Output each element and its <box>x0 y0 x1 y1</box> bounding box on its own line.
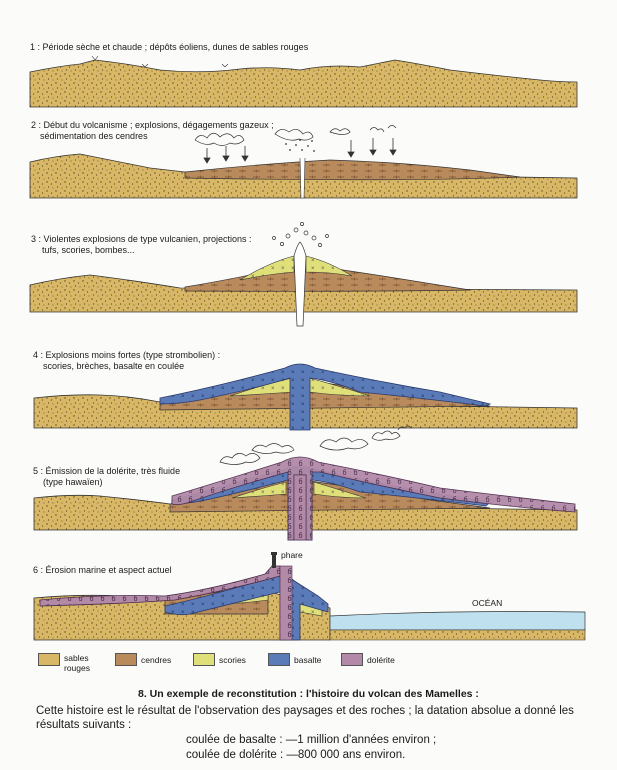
step-3-label-line1: 3 : Violentes explosions de type vulcani… <box>31 234 252 244</box>
legend-label-basalt: basalte <box>294 655 322 665</box>
legend-label-dolerite: dolérite <box>367 655 395 665</box>
step-3-label-line2: tufs, scories, bombes... <box>42 245 135 255</box>
legend-label-sand-line2: rouges <box>64 663 90 673</box>
step-2-label-line1: 2 : Début du volcanisme ; explosions, dé… <box>31 120 274 130</box>
body-text: Cette histoire est le résultat de l'obse… <box>36 705 574 731</box>
gas-cloud <box>194 125 397 146</box>
legend-item-scoria: scories <box>193 653 263 677</box>
legend-item-ash: cendres <box>115 653 190 677</box>
legend-item-basalt: basalte <box>268 653 338 677</box>
step-5-label-line1: 5 : Émission de la dolérite, très fluide <box>33 466 181 476</box>
panel-4 <box>33 363 578 431</box>
legend-item-dolerite: dolérite <box>341 653 416 677</box>
ash-fall-arrows <box>203 138 397 164</box>
lava-cloud <box>219 425 412 465</box>
step-1-label: 1 : Période sèche et chaude ; dépôts éol… <box>30 42 309 52</box>
legend-swatch-sand <box>38 653 60 666</box>
legend-label-sand-line1: sables <box>64 653 89 663</box>
lighthouse-icon <box>271 552 277 568</box>
panel-6 <box>33 552 586 641</box>
date-basalt: coulée de basalte : —1 million d'années … <box>186 734 437 746</box>
step-5-label-line2: (type hawaïen) <box>43 477 103 487</box>
figure-caption: 8. Un exemple de reconstitution : l'hist… <box>138 688 479 700</box>
panel-3 <box>29 222 578 327</box>
legend-item-sand: sables rouges <box>38 653 108 677</box>
eruption-dots <box>285 139 315 152</box>
legend-swatch-ash <box>115 653 137 666</box>
ocean-label: OCÉAN <box>472 598 503 608</box>
legend-swatch-scoria <box>193 653 215 666</box>
panel-2 <box>29 125 578 199</box>
bombs <box>272 222 329 247</box>
panel-1 <box>29 55 578 108</box>
step-2-label-line2: sédimentation des cendres <box>40 131 148 141</box>
step-4-label-line1: 4 : Explosions moins fortes (type stromb… <box>33 350 221 360</box>
phare-label: phare <box>281 550 303 560</box>
legend-swatch-basalt <box>268 653 290 666</box>
step-6-label: 6 : Érosion marine et aspect actuel <box>33 565 172 575</box>
step-4-label-line2: scories, brèches, basalte en coulée <box>43 361 185 371</box>
volcano-diagram: × × б <box>29 55 586 641</box>
legend-swatch-dolerite <box>341 653 363 666</box>
legend-label-scoria: scories <box>219 655 246 665</box>
legend-label-ash: cendres <box>141 655 172 665</box>
panel-5 <box>33 425 578 541</box>
date-dolerite: coulée de dolérite : —800 000 ans enviro… <box>186 749 406 761</box>
